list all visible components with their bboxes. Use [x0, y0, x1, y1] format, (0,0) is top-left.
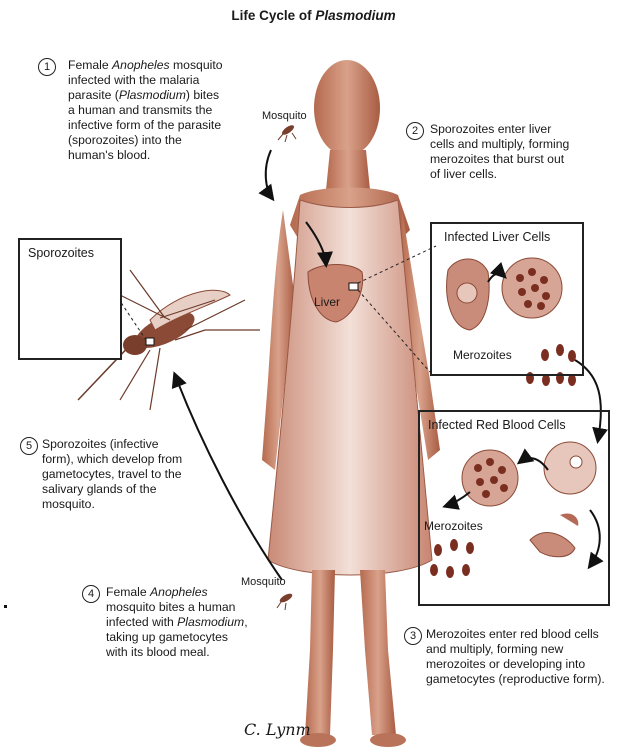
step-4-line: mosquito bites a human [106, 600, 282, 615]
step-5-line: Sporozoites (infective [42, 437, 228, 452]
step-2-line: of liver cells. [430, 167, 608, 182]
salivary-gland-marker [146, 338, 154, 345]
step-5-line: gametocytes, travel to the [42, 467, 228, 482]
step-4-number: 4 [82, 585, 100, 603]
step-2-line: merozoites that burst out [430, 152, 608, 167]
step-5: 5 Sporozoites (infective form), which de… [18, 437, 228, 512]
rbc-box-title: Infected Red Blood Cells [428, 418, 566, 432]
step-1-line: (sporozoites) into the [68, 133, 266, 148]
step-5-line: salivary glands of the [42, 482, 228, 497]
step-1-line: human's blood. [68, 148, 266, 163]
sporozoites-box-title: Sporozoites [28, 246, 94, 260]
step-4-line: infected with Plasmodium, [106, 615, 282, 630]
liver-marker [349, 283, 358, 290]
mosquito-label-top: Mosquito [262, 110, 307, 122]
step-4-line: with its blood meal. [106, 645, 282, 660]
liver-cells-box-title: Infected Liver Cells [444, 230, 550, 244]
merozoites-label-rbc: Merozoites [424, 519, 483, 533]
liver-label: Liver [314, 295, 340, 309]
step-1-line: a human and transmits the [68, 103, 266, 118]
step-2-line: Sporozoites enter liver [430, 122, 608, 137]
step-3-number: 3 [404, 627, 422, 645]
merozoites-label-liver: Merozoites [453, 348, 512, 362]
step-3-line: merozoites or developing into [426, 657, 626, 672]
step-3-line: gametocytes (reproductive form). [426, 672, 626, 687]
step-4: 4 Female Anopheles mosquito bites a huma… [82, 585, 282, 660]
step-2: 2 Sporozoites enter liver cells and mult… [408, 122, 608, 182]
step-2-line: cells and multiply, forming [430, 137, 608, 152]
sporozoites-box: Sporozoites [18, 238, 122, 360]
edge-dot [4, 605, 7, 608]
step-2-number: 2 [406, 122, 424, 140]
step-1-line: infective form of the parasite [68, 118, 266, 133]
step-3-line: and multiply, forming new [426, 642, 626, 657]
arrow-bite-to-blood [266, 150, 272, 198]
small-mosquito-top [278, 124, 296, 142]
step-5-line: form), which develop from [42, 452, 228, 467]
step-1-number: 1 [38, 58, 56, 76]
step-1-line: Female Anopheles mosquito [68, 58, 266, 73]
step-1-line: infected with the malaria [68, 73, 266, 88]
step-1-line: parasite (Plasmodium) bites [68, 88, 266, 103]
step-1: 1 Female Anopheles mosquito infected wit… [46, 58, 266, 163]
step-4-line: Female Anopheles [106, 585, 282, 600]
artist-signature: C. Lynm [244, 720, 311, 739]
step-5-number: 5 [20, 437, 38, 455]
step-5-line: mosquito. [42, 497, 228, 512]
step-3-line: Merozoites enter red blood cells [426, 627, 626, 642]
step-3: 3 Merozoites enter red blood cells and m… [404, 627, 626, 687]
step-4-line: taking up gametocytes [106, 630, 282, 645]
rbc-box: Infected Red Blood Cells [418, 410, 610, 606]
